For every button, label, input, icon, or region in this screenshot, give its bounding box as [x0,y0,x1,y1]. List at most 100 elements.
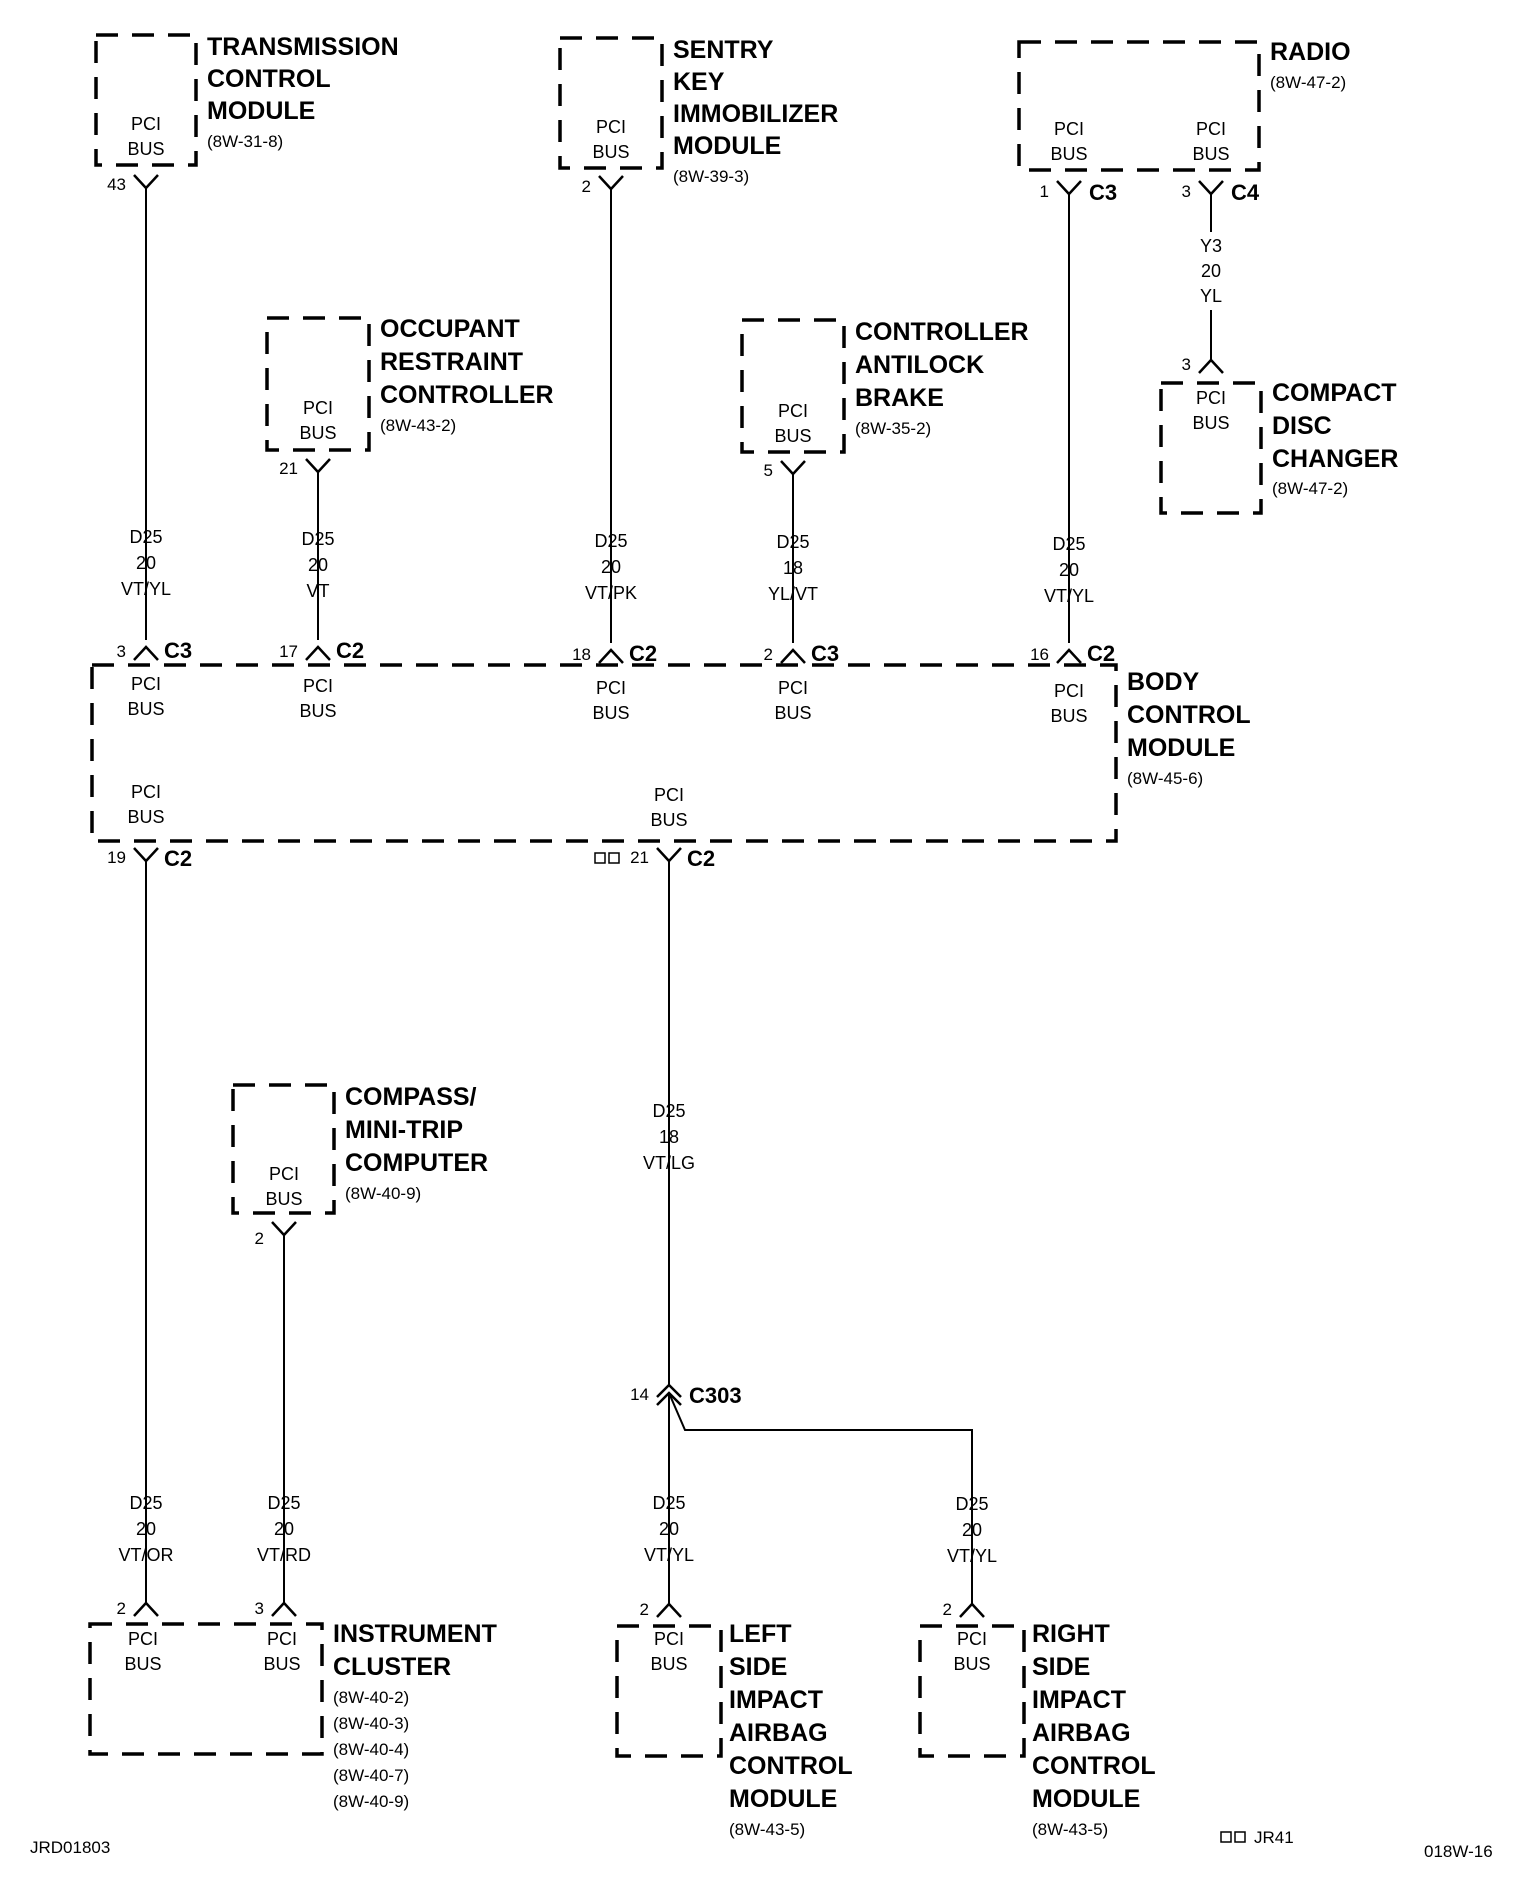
left-airbag-wire-gauge: 20 [659,1519,679,1539]
radio-wire-color: VT/YL [1044,586,1094,606]
bcm-bottom-connector-2: PCI BUS 21 C2 [594,785,715,871]
cab-bus-2: BUS [774,426,811,446]
bcm-c303-wire-gauge: 18 [659,1127,679,1147]
right-airbag-ref: (8W-43-5) [1032,1820,1108,1839]
c303-connector: 14 C303 [630,1383,742,1408]
compass-title-2: MINI-TRIP [345,1116,463,1144]
cdc-title-2: DISC [1272,412,1332,440]
radio-bus2-2: BUS [1192,144,1229,164]
bcm-c2-pin16-symbol [1056,648,1082,664]
bcm-title-2: CONTROL [1127,701,1251,729]
radio-c4-symbol [1198,180,1224,196]
orc-wire-label: D25 20 VT [301,529,334,601]
cluster2-wire-color: VT/RD [257,1545,311,1565]
skim-ref: (8W-39-3) [673,167,749,186]
bcm-top-connector-1: 3 C3 PCI BUS [117,638,193,719]
left-airbag-wire-circuit: D25 [652,1493,685,1513]
left-airbag-bus-2: BUS [650,1654,687,1674]
cluster2-wire-circuit: D25 [267,1493,300,1513]
left-airbag-title-6: MODULE [729,1785,837,1813]
bcm-top-conn-3: C2 [629,641,657,666]
skim-wire-gauge: 20 [601,557,621,577]
cluster-ref-1: (8W-40-2) [333,1688,409,1707]
bcm-top-pin-3: 18 [572,645,591,664]
orc-wire-circuit: D25 [301,529,334,549]
right-airbag-wire-gauge: 20 [962,1520,982,1540]
cluster-ref-2: (8W-40-3) [333,1714,409,1733]
left-airbag-wire-color: VT/YL [644,1545,694,1565]
cluster1-wire-circuit: D25 [129,1493,162,1513]
orc-title-3: CONTROLLER [380,381,554,409]
cluster-ref-5: (8W-40-9) [333,1792,409,1811]
cdc-wire-circuit: Y3 [1200,236,1222,256]
bcm-top-pin-2: 17 [279,642,298,661]
skim-wire-label: D25 20 VT/PK [585,531,637,603]
tcm-pin: 43 [107,175,126,194]
skim-wire-circuit: D25 [594,531,627,551]
radio-module: RADIO (8W-47-2) PCI BUS PCI BUS 1 C3 3 C… [1017,38,1351,205]
cluster-pin2: 3 [255,1599,264,1618]
bcm-bottom-conn-1: C2 [164,846,192,871]
tcm-title-3: MODULE [207,97,315,125]
footer-legend-square-2 [1234,1831,1246,1843]
footer: JRD01803 JR41 018W-16 [30,1828,1493,1861]
skim-connector-symbol [598,175,624,191]
tcm-wire-label: D25 20 VT/YL [121,527,171,599]
radio-pin2: 3 [1182,182,1191,201]
tcm-bus-2: BUS [127,139,164,159]
tcm-box [94,33,198,167]
bcm-top-bus-4a: PCI [778,678,808,698]
jr41-marker-square-2 [608,852,620,864]
cluster-pin3-symbol [271,1601,297,1617]
bcm-top-bus-5b: BUS [1050,706,1087,726]
cab-box [740,318,846,454]
bcm-top-conn-5: C2 [1087,641,1115,666]
c303-symbol-upper [656,1383,682,1398]
right-airbag-title-2: SIDE [1032,1653,1090,1681]
bcm-c303-wire-circuit: D25 [652,1101,685,1121]
body-control-module: BODY CONTROL MODULE (8W-45-6) 3 C3 PCI B… [90,638,1251,871]
left-airbag-title-5: CONTROL [729,1752,853,1780]
radio-box [1017,40,1261,172]
footer-legend: JR41 [1254,1828,1294,1847]
compass-title-3: COMPUTER [345,1149,488,1177]
right-airbag-connector-symbol [959,1602,985,1618]
radio-pin1: 1 [1040,182,1049,201]
orc-wire-gauge: 20 [308,555,328,575]
radio-wire-label: D25 20 VT/YL [1044,534,1094,606]
footer-left-code: JRD01803 [30,1838,110,1857]
bcm-c3-pin2-symbol [780,648,806,664]
left-airbag-title-1: LEFT [729,1620,792,1648]
bcm-c303-wire-label: D25 18 VT/LG [643,1101,695,1173]
left-airbag-wire-label: D25 20 VT/YL [644,1493,694,1565]
bcm-top-bus-1b: BUS [127,699,164,719]
radio-wire-gauge: 20 [1059,560,1079,580]
bcm-c2-pin21-symbol [656,847,682,863]
orc-title-1: OCCUPANT [380,315,520,343]
tcm-wire-color: VT/YL [121,579,171,599]
right-airbag-title-4: AIRBAG [1032,1719,1131,1747]
tcm-title-2: CONTROL [207,65,331,93]
cdc-connector-symbol [1198,358,1224,374]
cab-ref: (8W-35-2) [855,419,931,438]
cluster-ref-4: (8W-40-7) [333,1766,409,1785]
bcm-bottom-bus-2a: PCI [654,785,684,805]
orc-wire-color: VT [306,581,329,601]
right-airbag-title-5: CONTROL [1032,1752,1156,1780]
skim-pin: 2 [582,177,591,196]
skim-title-4: MODULE [673,132,781,160]
bcm-top-bus-5a: PCI [1054,681,1084,701]
compass-bus-1: PCI [269,1164,299,1184]
sentry-key-immobilizer-module: SENTRY KEY IMMOBILIZER MODULE (8W-39-3) … [558,36,838,196]
bcm-bottom-pin-1: 19 [107,848,126,867]
bcm-top-pin-5: 16 [1030,645,1049,664]
bcm-top-conn-2: C2 [336,638,364,663]
right-airbag-wire-circuit: D25 [955,1494,988,1514]
orc-connector-symbol [305,458,331,474]
skim-bus-2: BUS [592,142,629,162]
cab-wire-circuit: D25 [776,532,809,552]
right-airbag-bus-2: BUS [953,1654,990,1674]
tcm-ref: (8W-31-8) [207,132,283,151]
bcm-ref: (8W-45-6) [1127,769,1203,788]
cluster2-wire-gauge: 20 [274,1519,294,1539]
